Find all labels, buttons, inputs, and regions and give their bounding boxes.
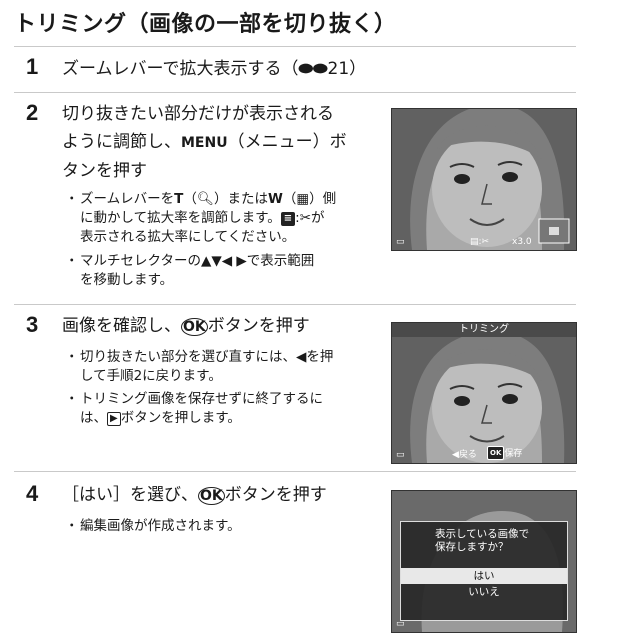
zoom-ratio: x3.0 [512, 237, 532, 247]
ok-button-icon: OK [198, 487, 225, 505]
step-3-bullet-2: ・ トリミング画像を保存せずに終了するに は、▶ボタンを押します。 [65, 391, 323, 426]
page-title: トリミング（画像の一部を切り抜く） [14, 12, 397, 37]
face-illustration [392, 323, 576, 463]
divider [14, 471, 576, 472]
dialog-prompt-line-1: 表示している画像で [435, 528, 530, 540]
screen-title-bar: トリミング [392, 323, 576, 337]
divider [14, 304, 576, 305]
no-option[interactable]: いいえ [468, 586, 500, 598]
battery-icon: ▭ [396, 450, 405, 460]
divider [14, 46, 576, 47]
step-3-number: 3 [26, 312, 39, 337]
step-4-number: 4 [26, 481, 39, 506]
play-button-icon: ▶ [107, 412, 121, 426]
save-confirm-dialog: 表示している画像で 保存しますか？ はい いいえ [400, 521, 568, 621]
dialog-prompt-line-2: 保存しますか？ [435, 541, 509, 553]
battery-icon: ▭ [396, 619, 405, 629]
zoom-in-icon: 🔍︎ [196, 191, 214, 207]
step-2-bullet-2: ・ マルチセレクターの▲▼◀ ▶で表示範囲 を移動します。 [65, 253, 315, 288]
step-3-bullet-1: ・ 切り抜きたい部分を選び直すには、◀を押 して手順2に戻ります。 [65, 349, 334, 384]
back-hint: ◀戻る [452, 450, 477, 460]
menu-key: MENU [181, 135, 228, 151]
divider [14, 92, 576, 93]
reference-icon: ⬬⬬ [298, 59, 328, 79]
save-dialog-screen: 表示している画像で 保存しますか？ はい いいえ ▭ [391, 490, 577, 633]
ok-button-icon: OK [181, 318, 208, 336]
battery-icon: ▭ [396, 237, 405, 247]
step-2-number: 2 [26, 100, 39, 125]
menu-crop-indicator: ▤:✂ [470, 237, 490, 247]
step-2-heading: 切り抜きたい部分だけが表示される ように調節し、MENU（メニュー）ボ タンを押… [62, 104, 347, 181]
yes-option[interactable]: はい [401, 568, 567, 584]
zoomed-face-screen: ▭ ▤:✂ x3.0 [391, 108, 577, 251]
step-1-number: 1 [26, 54, 39, 79]
step-2-bullet-1: ・ ズームレバーをT（🔍︎）またはW（▦）側 に動かして拡大率を調節します。≡:… [65, 191, 337, 245]
thumbnail-icon: ▦ [296, 191, 310, 207]
step-1-heading: ズームレバーで拡大表示する（⬬⬬21） [62, 59, 367, 79]
scissors-icon: ✂ [299, 210, 312, 226]
menu-crop-icon: ≡ [280, 212, 296, 226]
step-4-bullet-1: ・ 編集画像が作成されます。 [65, 518, 241, 534]
face-illustration [392, 109, 576, 250]
